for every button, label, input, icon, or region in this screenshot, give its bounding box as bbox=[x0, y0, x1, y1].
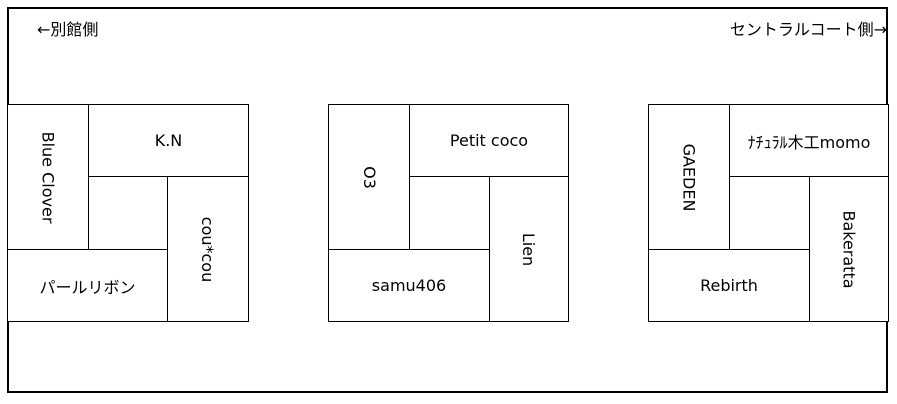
central-court-side-label: セントラルコート側→ bbox=[729, 20, 887, 39]
booth-label: K.N bbox=[154, 131, 183, 150]
booth-coucou[interactable]: cou*cou bbox=[167, 176, 249, 322]
booth-label: Lien bbox=[519, 232, 539, 266]
booth-samu406[interactable]: samu406 bbox=[328, 249, 490, 322]
booth-gaeden[interactable]: GAEDEN bbox=[648, 104, 730, 250]
booth-empty[interactable] bbox=[88, 176, 168, 250]
booth-lien[interactable]: Lien bbox=[489, 176, 569, 322]
booth-natural-woodwork-momo[interactable]: ﾅﾁｭﾗﾙ木工momo bbox=[729, 104, 889, 177]
booth-label: Bakeratta bbox=[839, 209, 859, 289]
booth-label: GAEDEN bbox=[679, 143, 699, 211]
annex-side-label: ←別館側 bbox=[37, 20, 99, 39]
booth-petit-coco[interactable]: Petit coco bbox=[409, 104, 569, 177]
booth-label: パールリボン bbox=[39, 277, 136, 297]
booth-empty[interactable] bbox=[729, 176, 810, 250]
booth-bakeratta[interactable]: Bakeratta bbox=[809, 176, 889, 322]
booth-label: Rebirth bbox=[700, 276, 758, 295]
booth-label: samu406 bbox=[371, 276, 447, 295]
booth-blue-clover[interactable]: Blue Clover bbox=[7, 104, 89, 250]
booth-label: Petit coco bbox=[449, 131, 529, 150]
booth-o3[interactable]: O3 bbox=[328, 104, 410, 250]
booth-kn[interactable]: K.N bbox=[88, 104, 249, 177]
booth-label: cou*cou bbox=[198, 216, 218, 282]
booth-label: O3 bbox=[359, 165, 379, 189]
booth-rebirth[interactable]: Rebirth bbox=[648, 249, 810, 322]
booth-label: ﾅﾁｭﾗﾙ木工momo bbox=[747, 132, 871, 152]
booth-empty[interactable] bbox=[409, 176, 490, 250]
booth-pearl-ribbon[interactable]: パールリボン bbox=[7, 249, 168, 322]
booth-label: Blue Clover bbox=[38, 131, 58, 223]
